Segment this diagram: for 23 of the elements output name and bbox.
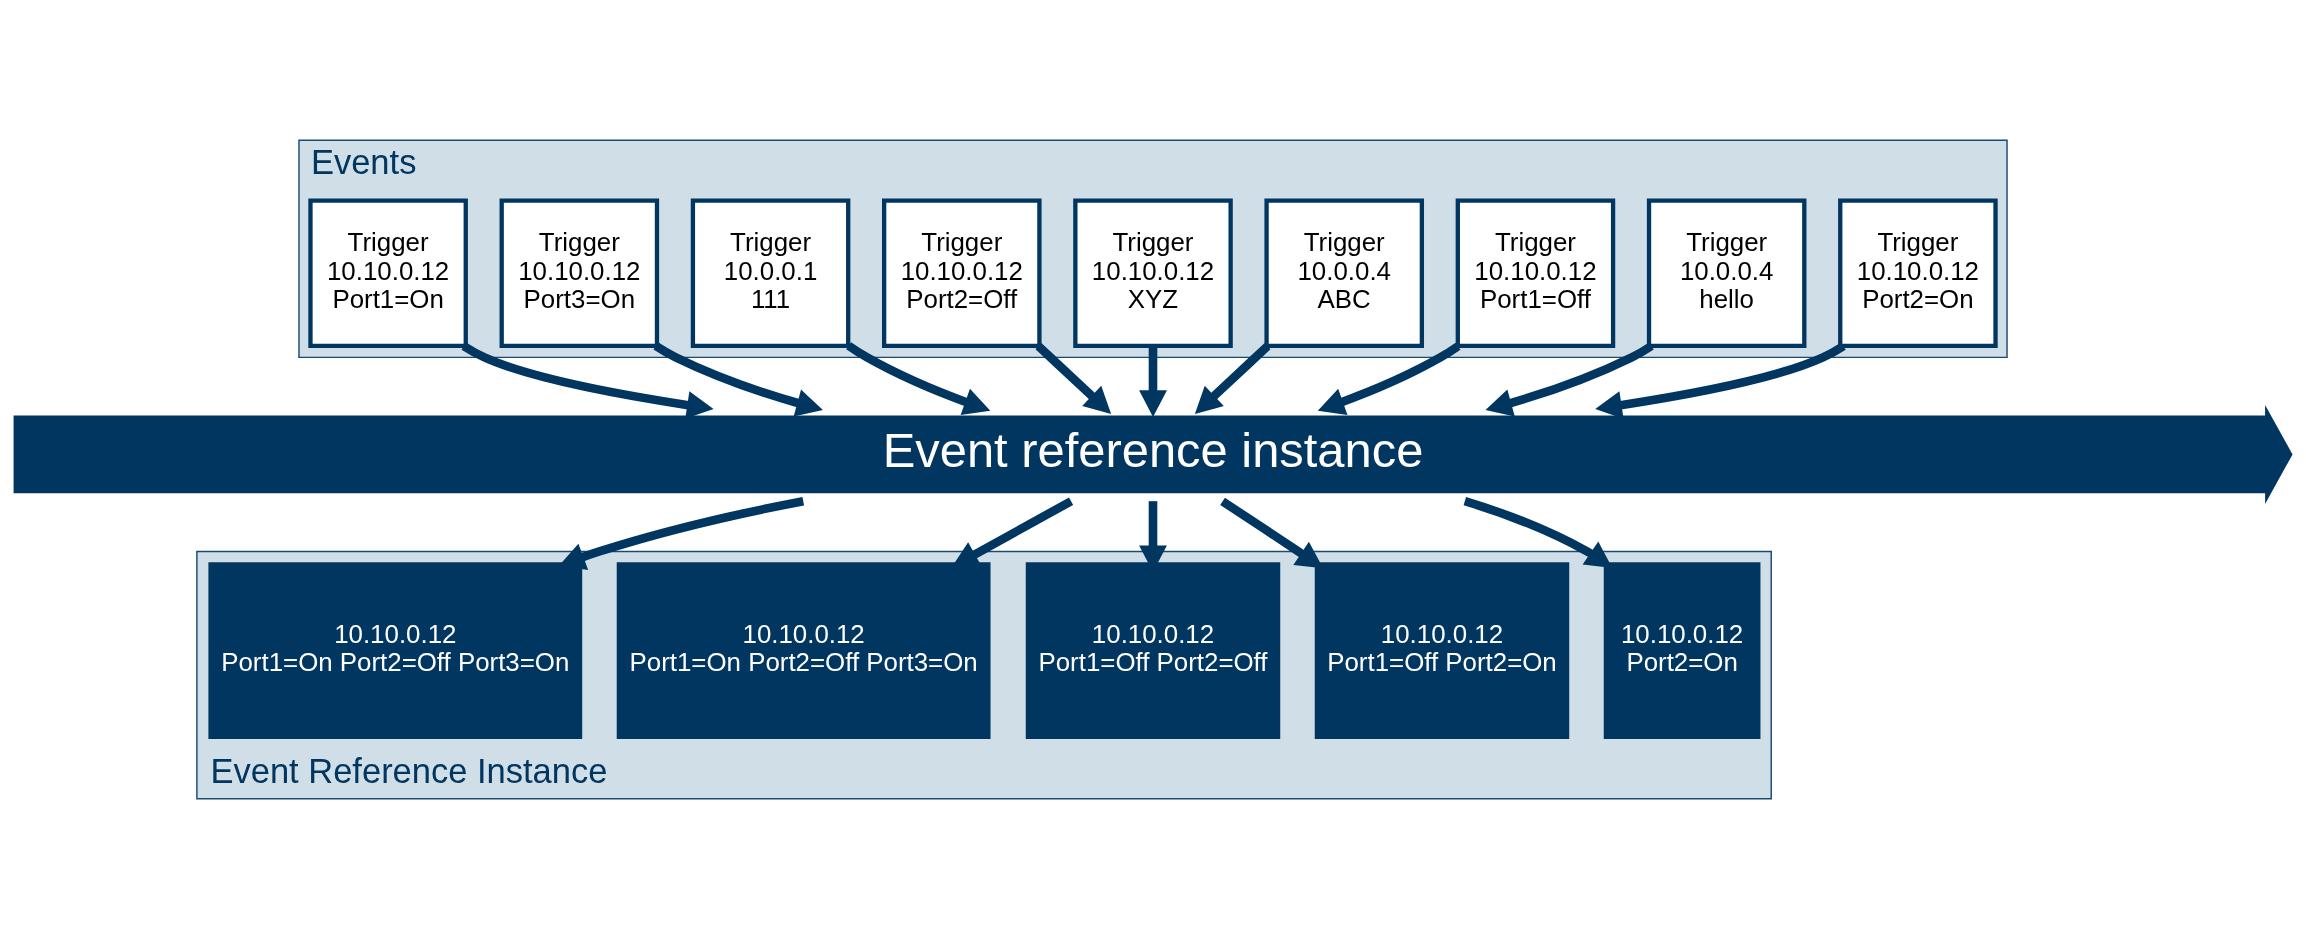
arrow <box>1139 346 1167 417</box>
arrow <box>1194 343 1271 414</box>
node-box: Trigger 10.0.0.4 hello <box>1646 198 1807 348</box>
node-box: 10.10.0.12 Port1=On Port2=Off Port3=On <box>616 562 991 740</box>
node-box: 10.10.0.12 Port1=Off Port2=On <box>1314 562 1570 740</box>
node-box: 10.10.0.12 Port1=Off Port2=Off <box>1025 562 1281 740</box>
node-box: 10.10.0.12 Port1=On Port2=Off Port3=On <box>208 562 583 740</box>
node-box: Trigger 10.10.0.12 Port1=On <box>308 198 468 348</box>
node-box: Trigger 10.0.0.4 ABC <box>1264 198 1424 348</box>
node-box: Trigger 10.10.0.12 Port2=On <box>1838 198 1998 348</box>
node-box: Trigger 10.10.0.12 XYZ <box>1073 198 1233 348</box>
arrow <box>1317 342 1461 415</box>
arrow <box>558 496 805 570</box>
node-box: 10.10.0.12 Port2=On <box>1603 562 1761 740</box>
arrow <box>461 342 714 419</box>
arrow <box>846 342 991 416</box>
arrow <box>1035 343 1112 414</box>
arrow <box>1463 497 1613 569</box>
node-box: Trigger 10.10.0.12 Port3=On <box>499 198 660 348</box>
node-box: Trigger 10.10.0.12 Port1=Off <box>1455 198 1616 348</box>
node-box: Trigger 10.0.0.1 111 <box>690 198 851 348</box>
node-box: Trigger 10.10.0.12 Port2=Off <box>882 198 1042 348</box>
arrow <box>1595 342 1846 419</box>
